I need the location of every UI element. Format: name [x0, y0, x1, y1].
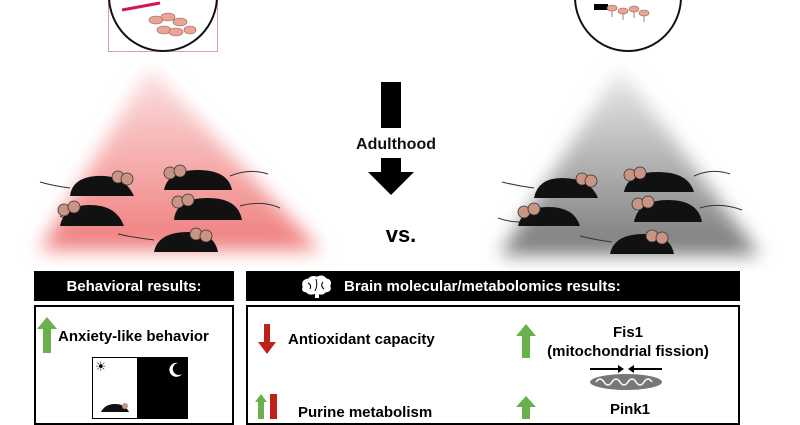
moon-icon [169, 362, 182, 377]
laser-beam [121, 1, 161, 12]
brain-results-panel [246, 305, 740, 425]
mouse [171, 193, 281, 220]
mouse [631, 195, 743, 222]
test-mouse-icon [101, 403, 129, 412]
timeline-bar [381, 82, 401, 128]
left-mice-group [39, 164, 281, 252]
mouse [39, 170, 134, 196]
brain-results-title: Brain molecular/metabolomics results: [344, 277, 621, 295]
mouse [163, 164, 269, 190]
right-mice-group [498, 166, 743, 254]
brain-item-antioxidant: Antioxidant capacity [288, 331, 435, 348]
sun-icon: ☀ [95, 359, 107, 374]
dark-compartment [137, 358, 188, 419]
mouse [623, 166, 731, 192]
behavioral-item-anxiety: Anxiety-like behavior [58, 328, 209, 345]
arrow-up-icon [37, 317, 57, 353]
grey-light-cone [500, 68, 760, 255]
arrow-up-icon [516, 396, 536, 419]
arrow-updown-icon [255, 394, 277, 419]
brain-item-pink1: Pink1 [609, 401, 651, 418]
left-dish-contents [121, 1, 197, 37]
brain-item-fis1: Fis1 [612, 324, 643, 341]
red-light-cone [40, 68, 320, 250]
vs-label: vs. [385, 222, 417, 247]
behavioral-results-header: Behavioral results: [34, 271, 234, 301]
brain-results-header: Brain molecular/metabolomics results: [246, 271, 740, 301]
pup-group [148, 12, 197, 37]
brain-item-fis1-sub: (mitochondrial fission) [547, 343, 709, 360]
mitochondria-icon [590, 365, 662, 390]
right-dish-contents [594, 4, 650, 22]
arrow-up-icon [516, 324, 536, 358]
mouse [579, 229, 674, 254]
behavioral-results-title: Behavioral results: [66, 277, 202, 295]
mouse [498, 202, 580, 226]
mouse [501, 172, 598, 198]
light-dark-box-test: ☀ [92, 357, 188, 419]
arrow-down-icon [258, 324, 276, 354]
adulthood-label: Adulthood [356, 136, 436, 153]
mouse [117, 227, 218, 252]
mouse [57, 200, 124, 226]
brain-icon [300, 274, 333, 298]
timeline-arrow [368, 158, 414, 195]
brain-item-purine: Purine metabolism [298, 404, 433, 421]
